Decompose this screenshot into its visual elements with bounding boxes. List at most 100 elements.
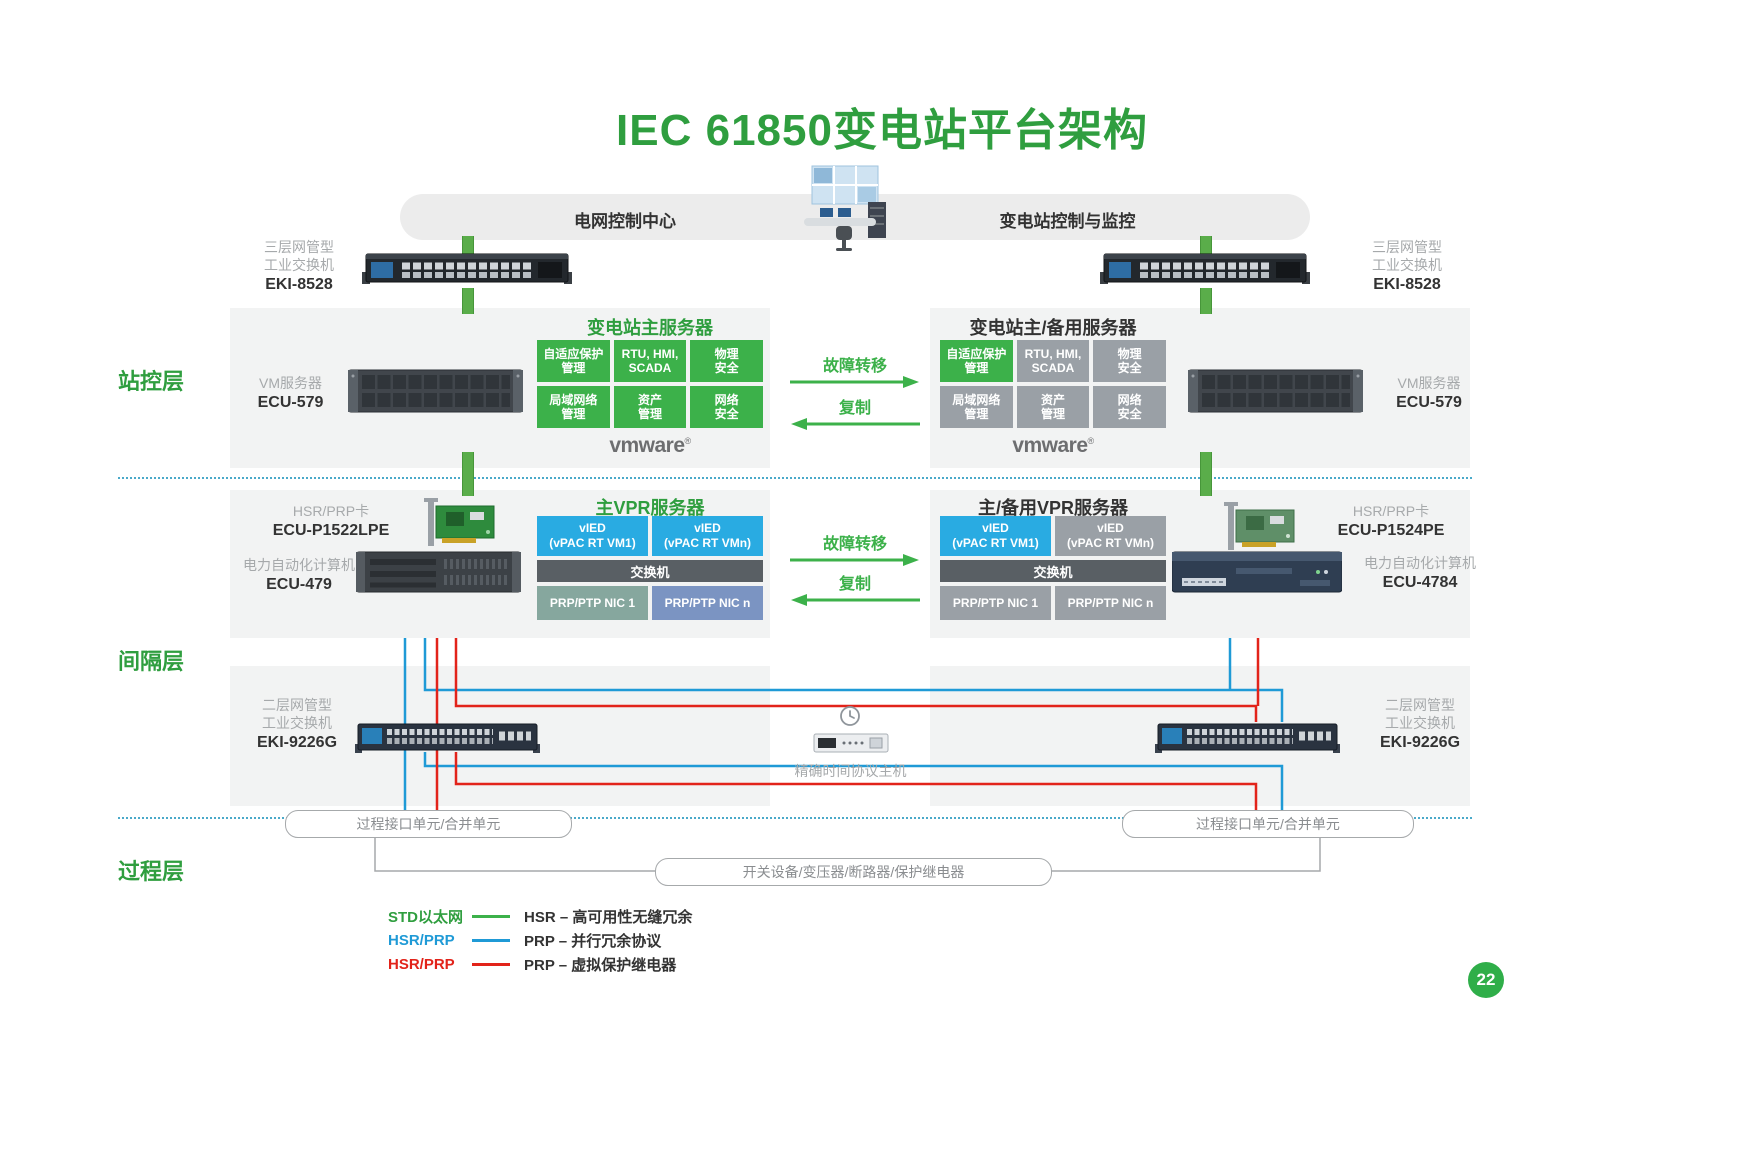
eki-9226g-right-label: 二层网管型 工业交换机 EKI-9226G: [1360, 696, 1480, 752]
replicate-arrow-left: [790, 592, 920, 613]
registered-mark: ®: [684, 436, 692, 446]
control-room-illustration: [798, 164, 898, 256]
device-type: VM服务器: [259, 375, 322, 391]
ecu-579-left-image: [347, 366, 524, 416]
vpr-backup-nic-row: PRP/PTP NIC 1 PRP/PTP NIC n: [940, 586, 1166, 620]
ecu-579-right-image: [1187, 366, 1364, 416]
eki-8528-right-image: [1100, 246, 1310, 290]
vmware-wordmark: vmware: [609, 434, 685, 457]
matrix-cell: 局域网络 管理: [940, 386, 1013, 428]
green-line-swatch: [472, 914, 510, 919]
matrix-cell: 网络 安全: [1093, 386, 1166, 428]
clock-icon: [838, 704, 862, 728]
blue-line-swatch: [472, 938, 510, 943]
matrix-cell: 自适应保护 管理: [537, 340, 610, 382]
vied-vmn: vIED (vPAC RT VMn): [652, 516, 763, 556]
vpr-primary-title: 主VPR服务器: [595, 498, 705, 518]
failover-label: 故障转移: [822, 358, 887, 375]
vmware-wordmark: vmware: [1012, 434, 1088, 457]
process-interface-unit-right: 过程接口单元/合并单元: [1122, 810, 1414, 838]
red-line-swatch: [472, 962, 510, 967]
vpr-primary-nic-row: PRP/PTP NIC 1 PRP/PTP NIC n: [537, 586, 763, 620]
vpr-backup-title: 主/备用VPR服务器: [977, 498, 1128, 518]
matrix-cell: 资产 管理: [1016, 386, 1090, 428]
legend-label: STD以太网: [388, 909, 464, 926]
device-type: 二层网管型 工业交换机: [1385, 697, 1455, 732]
matrix-cell: 资产 管理: [613, 386, 687, 428]
legend-label: HSR/PRP: [388, 956, 455, 973]
page-number-badge: 22: [1468, 962, 1504, 998]
hsr-card-left-label: HSR/PRP卡 ECU-P1522LPE: [252, 502, 410, 540]
hsr-card-right-label: HSR/PRP卡 ECU-P1524PE: [1310, 502, 1472, 540]
legend-row-hsr-prp-blue: HSR/PRP PRP – 并行冗余协议: [388, 930, 661, 951]
layer-separator: [118, 817, 1472, 819]
legend-row-hsr-prp-red: HSR/PRP PRP – 虚拟保护继电器: [388, 954, 676, 975]
device-label: 精确时间协议主机: [794, 763, 907, 779]
device-type: 电力自动化计算机: [1364, 555, 1476, 571]
legend-label: HSR/PRP: [388, 932, 455, 949]
page-title: IEC 61850变电站平台架构: [616, 106, 1148, 155]
device-model: EKI-8528: [265, 276, 333, 294]
device-model: EKI-9226G: [256, 734, 338, 752]
eki-8528-right-label: 三层网管型 工业交换机 EKI-8528: [1342, 238, 1472, 294]
device-model: EKI-8528: [1373, 276, 1441, 294]
device-model: ECU-579: [257, 394, 324, 412]
vied-vm1: vIED (vPAC RT VM1): [940, 516, 1051, 556]
nic-1: PRP/PTP NIC 1: [537, 586, 648, 620]
legend-desc: PRP – 虚拟保护继电器: [524, 957, 677, 974]
vpr-backup-switch-bar: 交换机: [940, 560, 1166, 582]
backup-server-matrix: 自适应保护 管理 RTU, HMI, SCADA 物理 安全 局域网络 管理 资…: [940, 340, 1166, 428]
layer-label-process: 过程层: [118, 859, 185, 884]
substation-control-label: 变电站控制与监控: [999, 212, 1136, 231]
layer-label-bay: 间隔层: [118, 649, 185, 674]
device-type: 电力自动化计算机: [243, 557, 355, 573]
vied-vm1: vIED (vPAC RT VM1): [537, 516, 648, 556]
process-interface-unit-left: 过程接口单元/合并单元: [285, 810, 572, 838]
vied-vmn: vIED (vPAC RT VMn): [1055, 516, 1166, 556]
vpr-primary-vied-row: vIED (vPAC RT VM1) vIED (vPAC RT VMn): [537, 516, 763, 556]
legend-row-std-ethernet: STD以太网 HSR – 高可用性无缝冗余: [388, 906, 692, 927]
hsr-card-left-image: [422, 496, 502, 550]
vmware-logo: vmware®: [940, 434, 1166, 458]
switchgear-box: 开关设备/变压器/断路器/保护继电器: [655, 858, 1052, 886]
matrix-cell: 物理 安全: [690, 340, 763, 382]
green-link: [462, 288, 474, 314]
device-model: EKI-9226G: [1379, 734, 1461, 752]
eki-9226g-right-image: [1155, 720, 1340, 754]
primary-server-matrix: 自适应保护 管理 RTU, HMI, SCADA 物理 安全 局域网络 管理 资…: [537, 340, 763, 428]
eki-8528-left-label: 三层网管型 工业交换机 EKI-8528: [240, 238, 358, 294]
device-type: HSR/PRP卡: [1352, 503, 1430, 519]
device-model: ECU-P1524PE: [1337, 522, 1445, 540]
nic-n: PRP/PTP NIC n: [652, 586, 763, 620]
registered-mark: ®: [1087, 436, 1095, 446]
device-model: ECU-579: [1396, 394, 1462, 412]
matrix-cell: RTU, HMI, SCADA: [1016, 340, 1090, 382]
grid-control-center-label: 电网控制中心: [574, 212, 676, 231]
primary-server-title: 变电站主服务器: [587, 318, 713, 338]
legend-desc: HSR – 高可用性无缝冗余: [524, 909, 693, 926]
ptp-host-label: 精确时间协议主机: [768, 762, 933, 780]
device-type: 三层网管型 工业交换机: [1372, 239, 1442, 274]
replicate-label: 复制: [838, 576, 871, 593]
vpr-backup-vied-row: vIED (vPAC RT VM1) vIED (vPAC RT VMn): [940, 516, 1166, 556]
vm-server-right-label: VM服务器 ECU-579: [1374, 374, 1484, 412]
legend-desc: PRP – 并行冗余协议: [524, 933, 662, 950]
power-computer-left-label: 电力自动化计算机 ECU-479: [233, 556, 365, 594]
nic-n: PRP/PTP NIC n: [1055, 586, 1166, 620]
matrix-cell: 物理 安全: [1093, 340, 1166, 382]
failover-label: 故障转移: [822, 536, 887, 553]
ecu-479-image: [355, 550, 522, 594]
ptp-host-image: [812, 728, 890, 758]
device-type: 三层网管型 工业交换机: [264, 239, 334, 274]
matrix-cell: 局域网络 管理: [537, 386, 610, 428]
device-model: ECU-479: [266, 576, 332, 594]
device-model: ECU-P1522LPE: [272, 522, 390, 540]
matrix-cell: 网络 安全: [690, 386, 763, 428]
eki-9226g-left-label: 二层网管型 工业交换机 EKI-9226G: [238, 696, 356, 752]
hsr-card-right-image: [1222, 500, 1302, 554]
vmware-logo: vmware®: [537, 434, 763, 458]
power-computer-right-label: 电力自动化计算机 ECU-4784: [1352, 554, 1488, 592]
green-link: [1200, 288, 1212, 314]
device-model: ECU-4784: [1382, 574, 1458, 592]
